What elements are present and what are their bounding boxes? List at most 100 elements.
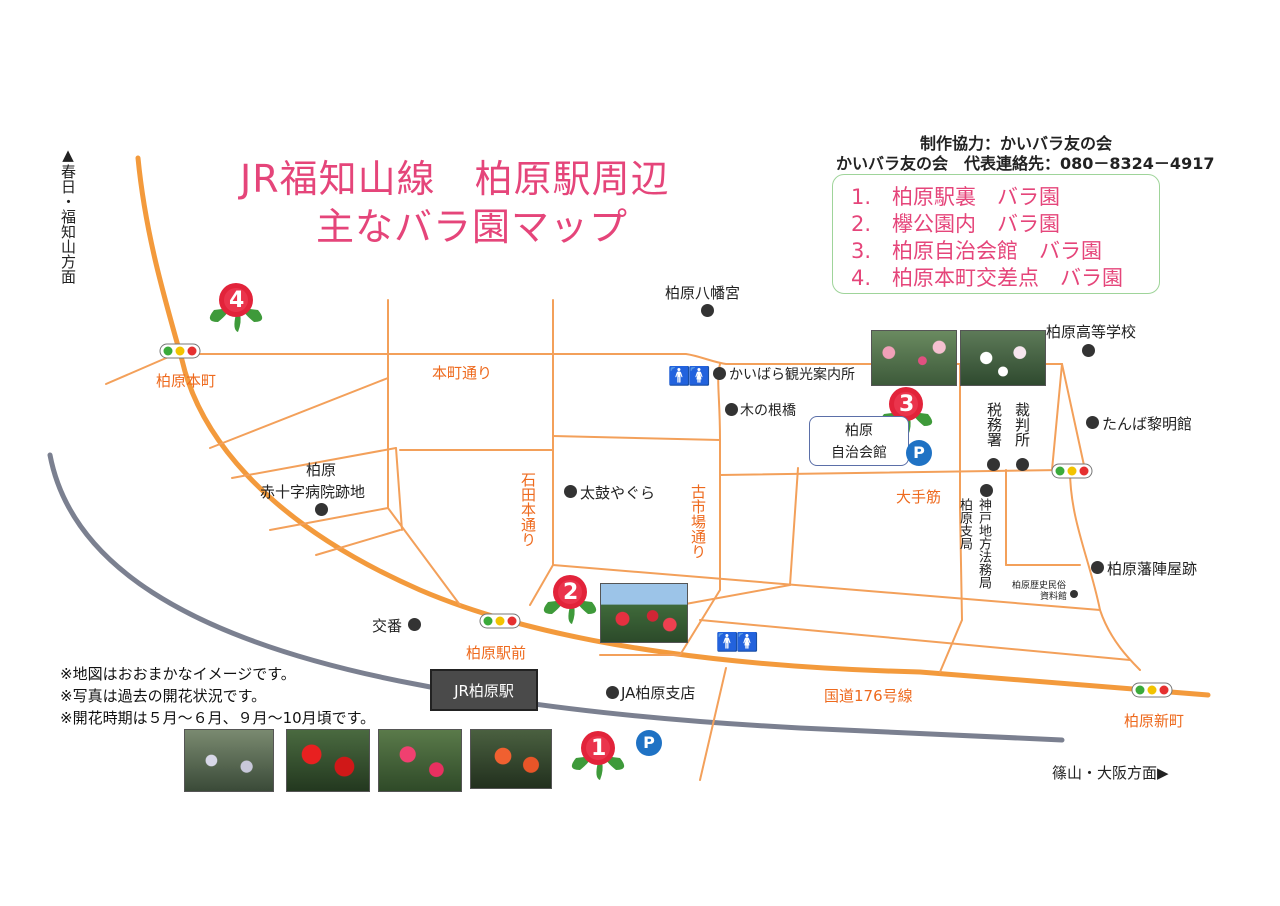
hall-label-line1: 柏原 xyxy=(845,423,873,439)
intersection-ekimae: 柏原駅前 xyxy=(466,644,527,662)
road-diag-4 xyxy=(315,529,401,556)
jr-kaibara-station: JR柏原駅 xyxy=(430,669,538,711)
road-label-honmachi: 本町通り xyxy=(432,364,493,382)
ishida-road xyxy=(529,299,554,606)
museum-dot xyxy=(1070,590,1078,598)
community-hall-box: 柏原 自治会館 xyxy=(809,416,909,466)
zeimusho-dot xyxy=(987,458,1000,471)
landmark-kaibara-branch: 柏原支局 xyxy=(957,498,972,550)
road-v-400 xyxy=(395,447,403,531)
road-h-620 xyxy=(699,619,1131,661)
landmark-high-school: 柏原高等学校 xyxy=(1046,323,1137,341)
rose-marker-4 xyxy=(209,283,263,332)
rose-marker-2 xyxy=(543,575,597,624)
legend-item-3: 3. 柏原自治会館 バラ園 xyxy=(851,239,1103,263)
road-label-furuichiba: 古市場通り xyxy=(689,484,707,559)
road-east-top xyxy=(1044,363,1086,471)
toilet-icon-south: 🚹🚺 xyxy=(716,632,759,653)
road-label-ishida: 石田本通り xyxy=(519,472,537,547)
intersection-honmachi: 柏原本町 xyxy=(156,372,217,390)
road-h-436b xyxy=(552,435,721,441)
road-label-ote: 大手筋 xyxy=(896,488,942,506)
legend-item-4: 4. 柏原本町交差点 バラ園 xyxy=(851,266,1124,290)
legend-box: 1. 柏原駅裏 バラ園 2. 欅公園内 バラ園 3. 柏原自治会館 バラ園 4.… xyxy=(832,174,1160,294)
credit-line2: かいバラ友の会 代表連絡先：080－8324－4917 xyxy=(836,154,1215,173)
landmark-kobe-legal: 神戸地方法務局 xyxy=(976,498,991,589)
photo-rose-garden-3a xyxy=(871,330,957,386)
landmark-koban: 交番 xyxy=(372,617,403,635)
photo-rose-garden-1b xyxy=(286,729,370,792)
photo-rose-garden-3b xyxy=(960,330,1046,386)
legend-item-1: 1. 柏原駅裏 バラ園 xyxy=(851,185,1061,209)
photo-rose-garden-1c xyxy=(378,729,462,792)
rose-number-3: 3 xyxy=(899,392,915,417)
signal-shinmachi-icon xyxy=(1131,682,1173,698)
kobe-legal-dot xyxy=(980,484,993,497)
road-east-curve xyxy=(1069,469,1141,671)
note-2: ※写真は過去の開花状況です。 xyxy=(60,687,267,705)
route-176-road xyxy=(135,155,1211,698)
landmark-museum-line1: 柏原歴史民俗 xyxy=(1012,581,1067,591)
kinonehashi-dot xyxy=(725,403,738,416)
road-h-565 xyxy=(552,564,1101,611)
red-cross-dot xyxy=(315,503,328,516)
tanba-reimeikan-dot xyxy=(1086,416,1099,429)
koban-dot xyxy=(408,618,421,631)
hall-label-line2: 自治会館 xyxy=(831,445,887,461)
rose-number-4: 4 xyxy=(229,288,245,313)
road-v-1070 xyxy=(1051,363,1063,471)
saibansho-dot xyxy=(1016,458,1029,471)
parking-icon-station: P xyxy=(636,730,662,756)
road-label-route176: 国道176号線 xyxy=(824,687,913,705)
map-title-line2: 主なバラ園マップ xyxy=(316,205,629,249)
road-h-605 xyxy=(679,584,791,606)
ote-road xyxy=(719,469,1063,476)
ja-dot xyxy=(606,686,619,699)
landmark-tanba-reimeikan: たんば黎明館 xyxy=(1102,415,1193,433)
road-diag-2 xyxy=(231,447,397,479)
landmark-hachimangu: 柏原八幡宮 xyxy=(665,284,741,302)
rose-number-2: 2 xyxy=(563,580,579,605)
landmark-zeimusho: 税務署 xyxy=(985,402,1003,447)
road-diag-1 xyxy=(209,377,389,449)
direction-north: ▲春日・福知山方面 xyxy=(59,146,77,284)
landmark-jinya: 柏原藩陣屋跡 xyxy=(1107,560,1198,578)
signal-ekimae-icon xyxy=(479,613,521,629)
landmark-tourist-info: かいばら観光案内所 xyxy=(729,367,855,383)
landmark-kinonehashi: 木の根橋 xyxy=(740,403,796,419)
road-diag-3 xyxy=(269,507,389,531)
road-south-1 xyxy=(699,667,727,781)
legend-item-2: 2. 欅公園内 バラ園 xyxy=(851,212,1061,236)
taiko-yagura-dot xyxy=(564,485,577,498)
photo-rose-garden-1d xyxy=(470,729,552,789)
rose-marker-1 xyxy=(571,731,625,780)
photo-rose-garden-2 xyxy=(600,583,688,643)
note-1: ※地図はおおまかなイメージです。 xyxy=(60,665,296,683)
intersection-shinmachi: 柏原新町 xyxy=(1124,712,1185,730)
landmark-taiko-yagura: 太鼓やぐら xyxy=(580,484,656,502)
landmark-museum-line2: 資料館 xyxy=(1040,592,1068,602)
signal-honmachi-icon xyxy=(159,343,201,359)
honmachi-road xyxy=(191,353,1046,365)
parking-icon-hall: P xyxy=(906,440,932,466)
high-school-dot xyxy=(1082,344,1095,357)
signal-ote-icon xyxy=(1051,463,1093,479)
landmark-red-cross-line2: 赤十字病院跡地 xyxy=(260,483,366,501)
road-v-960 xyxy=(939,363,964,673)
rose-marker-3 xyxy=(879,387,933,436)
rose-number-1: 1 xyxy=(591,736,607,761)
landmark-saibansho: 裁判所 xyxy=(1013,402,1031,447)
jinya-dot xyxy=(1091,561,1104,574)
toilet-icon-north: 🚹🚺 xyxy=(668,366,711,387)
landmark-red-cross-line1: 柏原 xyxy=(306,461,337,479)
direction-south: 篠山・大阪方面▶ xyxy=(1052,764,1169,782)
road-diag-5 xyxy=(387,507,461,606)
note-3: ※開花時期は５月～６月、９月～10月頃です。 xyxy=(60,709,376,727)
photo-rose-garden-1a xyxy=(184,729,274,792)
tourist-info-dot xyxy=(713,367,726,380)
credit-line1: 制作協力：かいバラ友の会 xyxy=(920,134,1113,153)
landmark-ja: JA柏原支店 xyxy=(621,684,696,702)
jr-railway-line xyxy=(47,452,1065,743)
road-v-798 xyxy=(789,467,799,586)
